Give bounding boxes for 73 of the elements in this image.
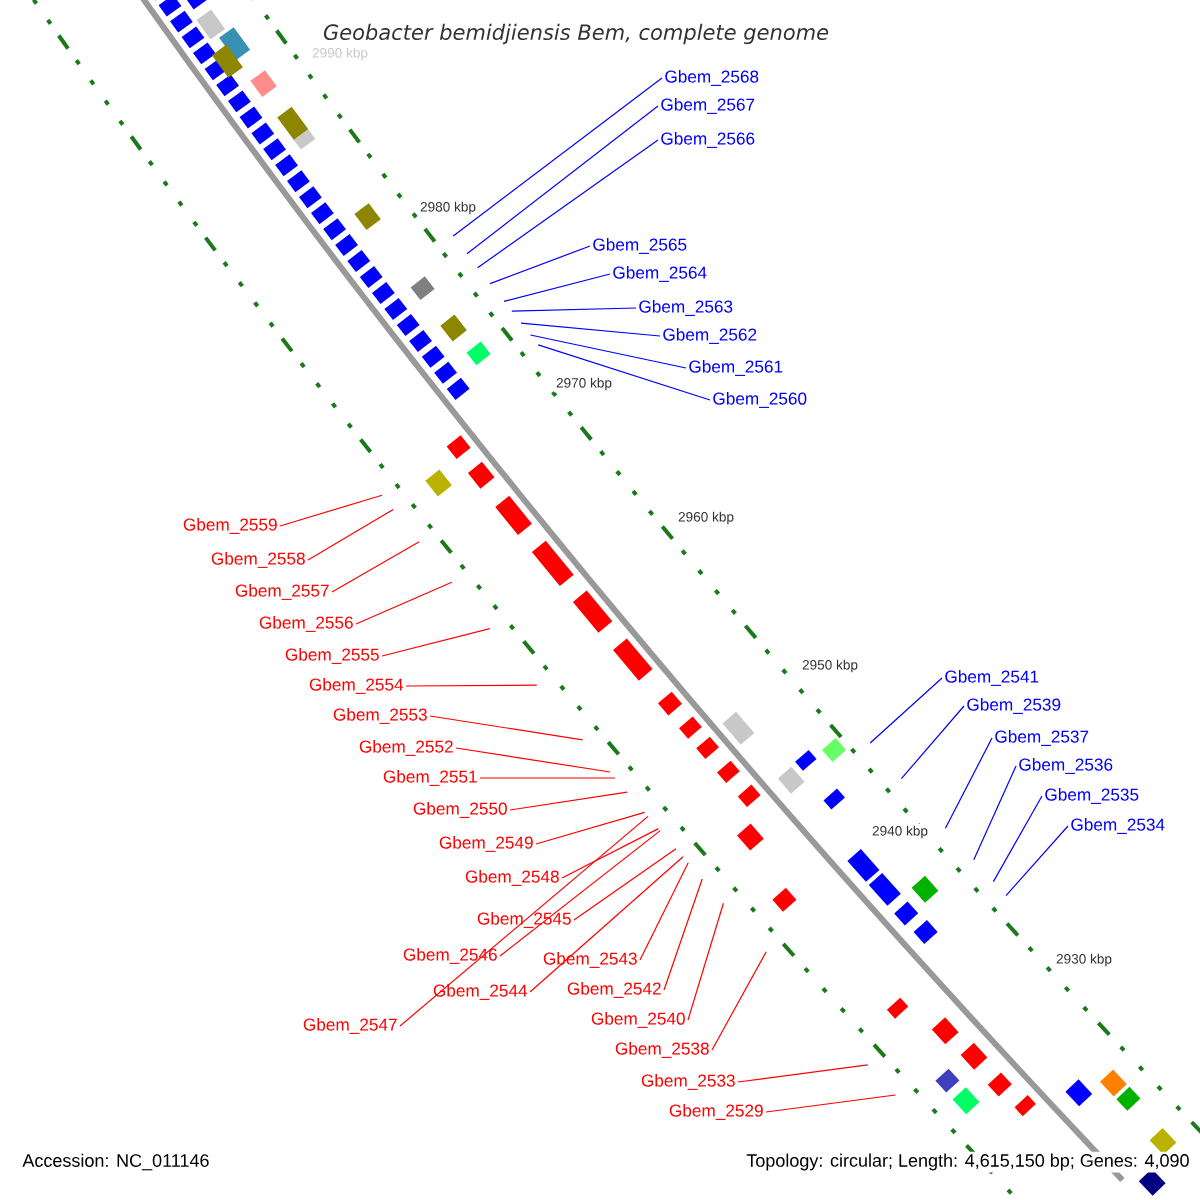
leader-line [529,856,684,993]
gene-label: Gbem_2542 [567,982,661,998]
leader-line [737,1064,869,1083]
leader-line [279,494,383,527]
leader-line [711,951,767,1051]
gene-label: Gbem_2539 [967,698,1061,714]
leader-line [1005,825,1069,897]
gene-label: Gbem_2565 [593,238,687,254]
gene-label: Gbem_2568 [665,70,759,86]
leader-line [429,715,584,741]
gene-label: Gbem_2560 [713,392,807,408]
leader-line [489,245,591,285]
gene-label: Gbem_2541 [945,670,1039,686]
leader-line [561,828,659,879]
gene-label: Gbem_2549 [439,836,533,852]
gene-label: Gbem_2562 [663,328,757,344]
leader-line [455,747,611,773]
leader-line [765,1094,896,1113]
gene-label: Gbem_2558 [211,552,305,568]
gene-label: Gbem_2553 [333,708,427,724]
leader-line [973,765,1017,861]
leader-line [452,77,663,237]
leader-line [992,795,1043,883]
leader-line [381,628,491,657]
leader-line [307,508,394,561]
leader-line [331,541,420,593]
leader-line [529,334,687,369]
gene-label: Gbem_2557 [235,584,329,600]
gene-label: Gbem_2555 [285,648,379,664]
leader-line [499,830,661,957]
title: Geobacter bemidjiensis Bem, complete genome [323,23,829,45]
gene-label: Gbem_2552 [359,740,453,756]
gene-label: Gbem_2554 [309,678,404,694]
gene-label: Gbem_2537 [995,730,1089,746]
leader-line [944,737,993,829]
leader-line [509,791,628,811]
gene-label: Gbem_2540 [591,1012,685,1028]
leader-line [687,902,724,1021]
gene-label: Gbem_2566 [661,132,755,148]
leader-line [477,139,659,269]
leader-line [511,307,637,312]
leader-line [466,105,659,255]
gene-label: Gbem_2547 [303,1018,397,1034]
leader-line [537,344,711,401]
gene-label: Gbem_2551 [383,770,477,786]
gene-label: Gbem_2559 [183,518,277,534]
leader-line [520,322,661,337]
gene-label: Gbem_2536 [1019,758,1113,774]
info-text: Topology: circular; Length: 4,615,150 bp; Genes: 4,090 [744,1151,1192,1173]
leader-line [479,777,616,779]
leader-line [663,878,703,991]
leader-line [355,581,453,625]
gene-label: Gbem_2535 [1045,788,1139,804]
gene-label: Gbem_2550 [413,802,507,818]
gene-label: Gbem_2533 [641,1074,735,1090]
leader-line [405,684,538,687]
leader-line [900,705,965,780]
gene-label: Gbem_2538 [615,1042,709,1058]
info-text: Accession: NC_011146 [20,1151,212,1173]
gene-label: Gbem_2563 [639,300,733,316]
leader-line [639,862,689,961]
gene-label: Gbem_2564 [613,266,707,282]
gene-label: Gbem_2529 [669,1104,763,1120]
leader-line [535,811,646,845]
leader-line [399,815,649,1027]
gene-label: Gbem_2561 [689,360,783,376]
gene-label: Gbem_2548 [465,870,559,886]
leader-line [869,677,943,744]
gene-label: Gbem_2556 [259,616,353,632]
leader-line [503,273,611,302]
gene-label: Gbem_2567 [661,98,755,114]
leader-line [573,848,677,921]
gene-label: Gbem_2534 [1071,818,1165,834]
